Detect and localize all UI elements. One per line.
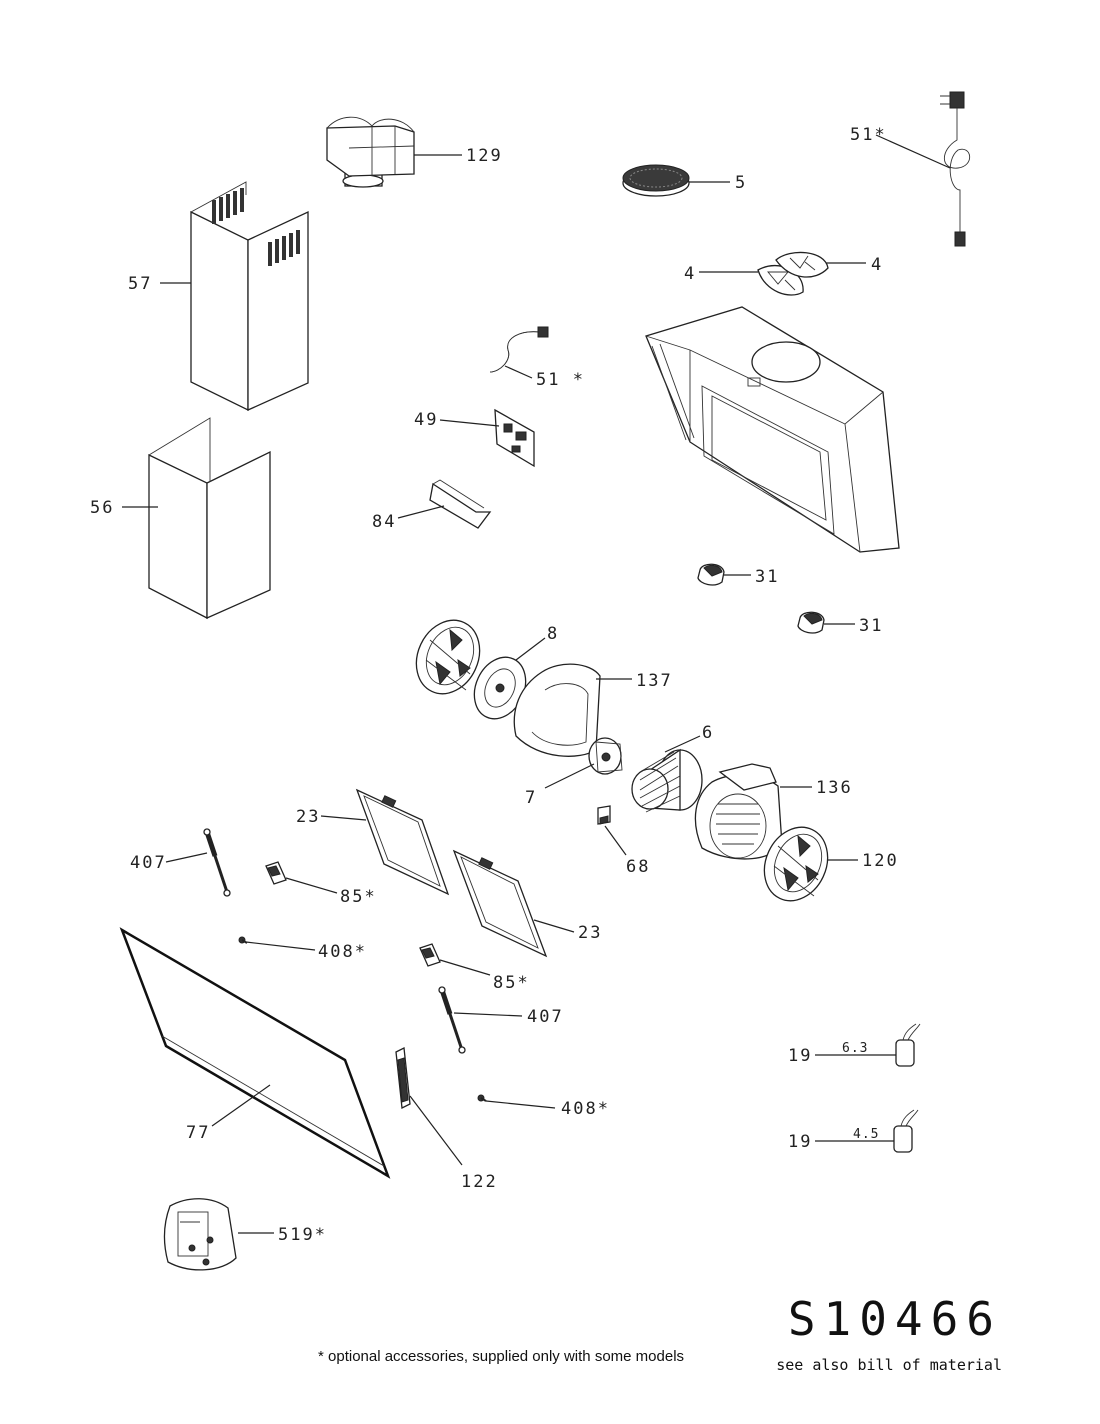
label-19a: 19 [788, 1046, 812, 1066]
label-5: 5 [735, 173, 747, 193]
leader-122 [409, 1095, 463, 1166]
part-129-duct-adapter [326, 116, 415, 188]
label-137: 137 [636, 671, 673, 691]
label-57: 57 [128, 274, 152, 294]
label-23b: 23 [578, 923, 602, 943]
label-4b: 4 [871, 255, 883, 275]
part-8-motor-plate [473, 656, 527, 720]
part-68-capacitor [597, 805, 611, 825]
leader-68 [604, 825, 627, 856]
document-code: S10466 [787, 1292, 1002, 1346]
part-407-gas-strut-b [438, 986, 466, 1054]
label-407a: 407 [130, 853, 167, 873]
part-136-volute [694, 763, 783, 860]
part-19-capacitor-6-3 [895, 1023, 921, 1067]
part-519-accessory-kit [163, 1198, 237, 1271]
label-85a: 85* [340, 887, 377, 907]
label-136: 136 [816, 778, 853, 798]
label-7: 7 [525, 788, 537, 808]
part-408-screw-a [238, 936, 248, 944]
part-23-grease-filter-b [452, 849, 548, 958]
leader-407a [165, 852, 208, 863]
part-31-knob-b [797, 611, 825, 634]
part-51-internal-cable [489, 326, 549, 373]
label-84: 84 [372, 512, 396, 532]
label-407b: 407 [527, 1007, 564, 1027]
part-23-grease-filter-a [355, 788, 450, 896]
label-129: 129 [466, 146, 503, 166]
label-120: 120 [862, 851, 899, 871]
leader-49 [439, 419, 500, 427]
label-31a: 31 [755, 567, 779, 587]
document-subtitle: see also bill of material [776, 1356, 1002, 1374]
leader-51a [875, 134, 951, 169]
leader-6 [664, 735, 701, 753]
part-407-gas-strut-a [203, 828, 231, 897]
label-68: 68 [626, 857, 650, 877]
label-51b: 51 * [536, 370, 585, 390]
part-57-upper-chimney [190, 181, 309, 412]
leader-7 [544, 763, 595, 789]
leader-8 [515, 637, 546, 661]
optional-accessories-footnote: * optional accessories, supplied only wi… [318, 1348, 685, 1365]
label-19a-value: 6.3 [842, 1041, 868, 1056]
label-23a: 23 [296, 807, 320, 827]
label-49: 49 [414, 410, 438, 430]
part-19-capacitor-4-5 [893, 1109, 919, 1153]
part-85-hinge-a [265, 861, 287, 885]
leader-85a [285, 877, 338, 894]
label-77: 77 [186, 1123, 210, 1143]
part-122-light-strip [395, 1046, 411, 1110]
part-4-filter-holder-right [775, 251, 829, 278]
part-408-screw-b [477, 1094, 487, 1102]
leader-84 [397, 505, 445, 519]
leader-77 [211, 1084, 271, 1127]
leader-23a [320, 815, 367, 821]
label-19b-value: 4.5 [853, 1127, 879, 1142]
part-fan-guard-left [415, 619, 481, 695]
part-49-control-board [494, 408, 535, 468]
label-8: 8 [547, 624, 559, 644]
label-4a: 4 [684, 264, 696, 284]
label-122: 122 [461, 1172, 498, 1192]
part-6-impeller [631, 748, 703, 813]
leader-51b [504, 365, 533, 379]
leader-85b [439, 959, 491, 976]
label-51a: 51* [850, 125, 887, 145]
part-85-hinge-b [419, 943, 441, 967]
part-51-power-cord [940, 91, 971, 247]
leader-408b [485, 1100, 556, 1109]
part-5-carbon-filter [622, 164, 690, 197]
part-77-glass-panel [119, 927, 391, 1179]
part-7-motor [588, 737, 623, 775]
leader-408a [245, 941, 316, 951]
part-84-bracket [429, 479, 492, 529]
part-56-lower-chimney [148, 417, 271, 620]
label-85b: 85* [493, 973, 530, 993]
part-31-knob-a [697, 563, 725, 586]
leader-23b [533, 919, 575, 933]
part-hood-body [645, 306, 900, 553]
part-137-volute-half [513, 663, 601, 757]
part-120-fan-guard [763, 826, 829, 902]
leader-407b [453, 1012, 523, 1017]
label-31b: 31 [859, 616, 883, 636]
label-408b: 408* [561, 1099, 610, 1119]
label-19b: 19 [788, 1132, 812, 1152]
label-56: 56 [90, 498, 114, 518]
label-6: 6 [702, 723, 714, 743]
label-519: 519* [278, 1225, 327, 1245]
label-408a: 408* [318, 942, 367, 962]
